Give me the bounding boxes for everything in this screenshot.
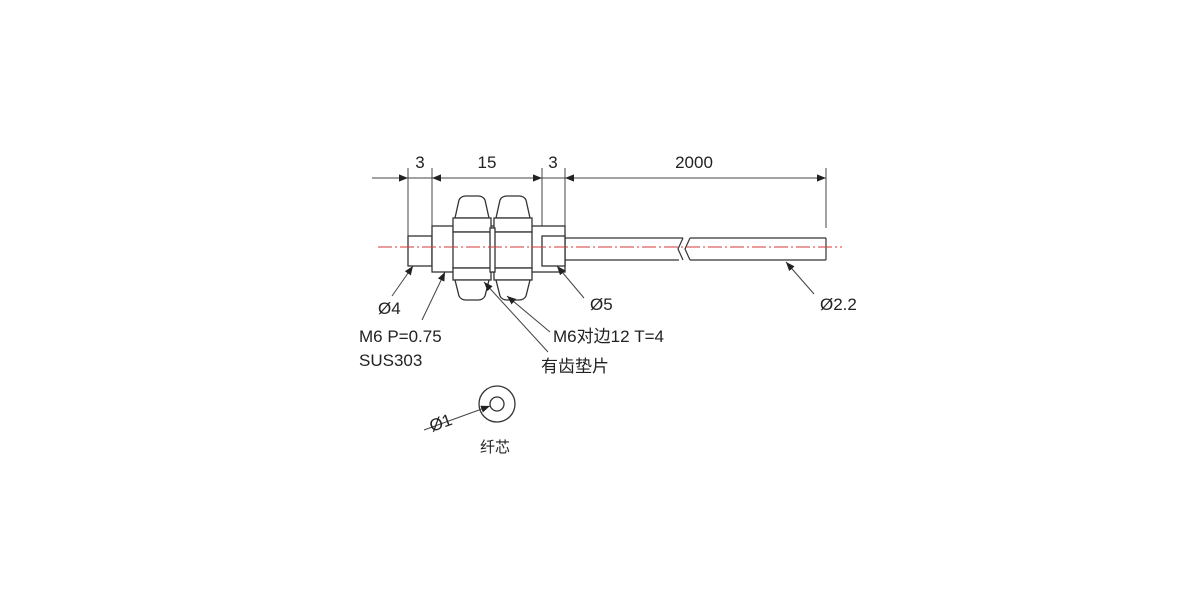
dim-label-2000: 2000 (675, 153, 713, 172)
label-core: 纤芯 (480, 439, 510, 456)
label-cable-diameter: Ø2.2 (820, 295, 857, 314)
fiber-core-circle (489, 396, 505, 412)
fiber-core-section: Ø1 纤芯 (423, 385, 516, 456)
label-thread: M6 P=0.75 (359, 327, 442, 346)
hex-nut-left (452, 195, 492, 301)
core-diameter-leader (423, 405, 491, 431)
label-core-diameter: Ø1 (427, 410, 455, 436)
sensor-tip (407, 235, 433, 267)
dimension-chain: 3 15 3 2000 (372, 153, 827, 236)
rear-collar (541, 235, 566, 267)
label-material: SUS303 (359, 351, 422, 370)
leader-lines (391, 261, 815, 353)
label-tip-diameter: Ø4 (378, 299, 401, 318)
label-washer: 有齿垫片 (541, 357, 609, 376)
fiber-cable (565, 237, 827, 261)
label-body-diameter: Ø5 (590, 295, 613, 314)
sensor-head (407, 195, 566, 301)
dim-label-15: 15 (478, 153, 497, 172)
dim-label-3-left: 3 (415, 153, 424, 172)
label-nut: M6对边12 T=4 (553, 327, 664, 346)
toothed-washer (489, 227, 496, 273)
dim-label-3-right: 3 (548, 153, 557, 172)
hex-nut-right (493, 195, 533, 301)
